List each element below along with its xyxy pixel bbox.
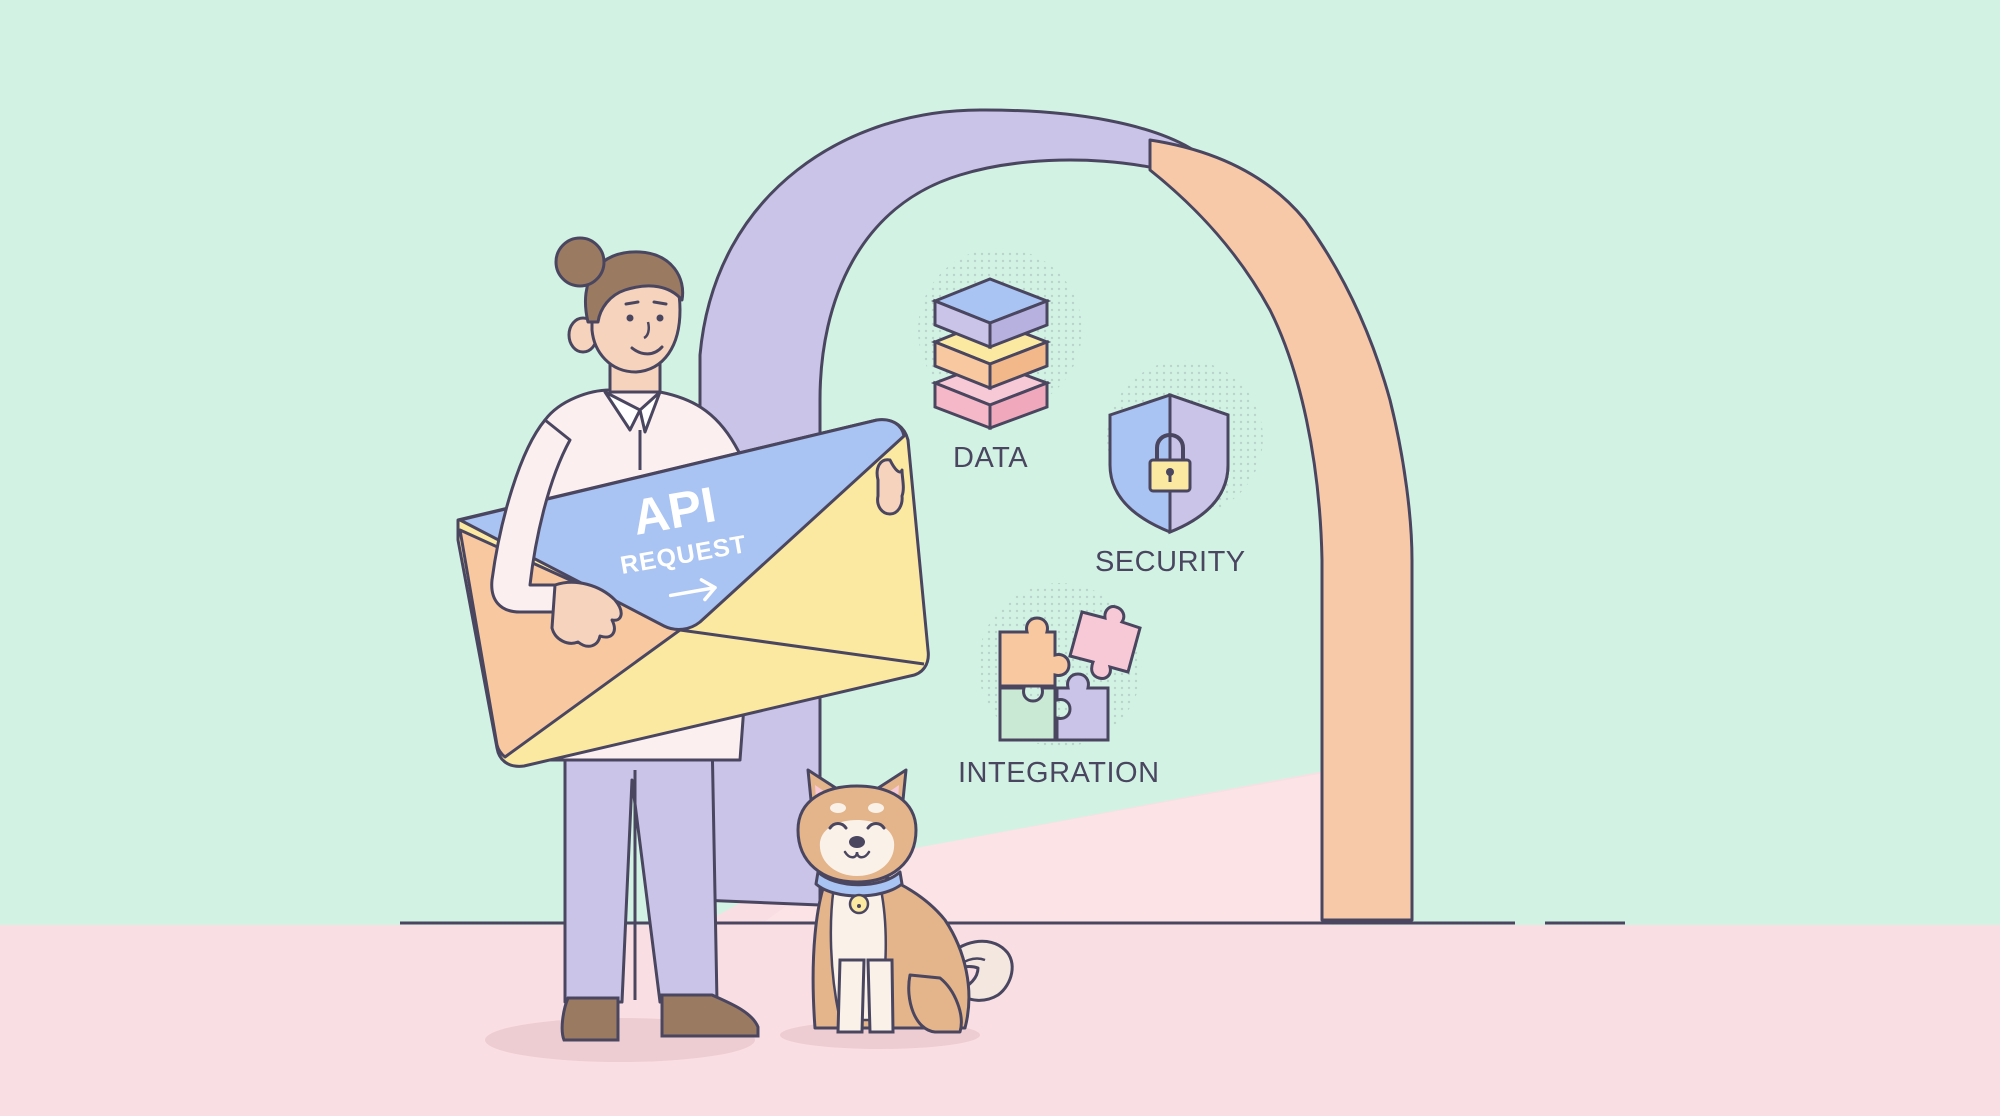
- arrow-right-icon: [668, 578, 717, 602]
- arch-right-band: [1148, 138, 1414, 922]
- bell-icon: [848, 893, 870, 915]
- left-shoe: [560, 996, 620, 1042]
- envelope: API REQUEST: [456, 418, 930, 768]
- dog-collar: [814, 870, 904, 898]
- left-hand: [550, 580, 623, 648]
- label-security: SECURITY: [1095, 546, 1246, 578]
- shield-lock-icon: [1107, 360, 1263, 535]
- database-stack-icon: [918, 248, 1082, 431]
- right-hand: [875, 458, 905, 516]
- label-integration: INTEGRATION: [958, 757, 1160, 789]
- label-data: DATA: [953, 442, 1028, 474]
- right-shoe: [660, 993, 760, 1038]
- floor: [0, 770, 2000, 1116]
- person-arms: [490, 418, 905, 648]
- dog: [780, 768, 1014, 1049]
- puzzle-pieces-icon: [978, 583, 1142, 747]
